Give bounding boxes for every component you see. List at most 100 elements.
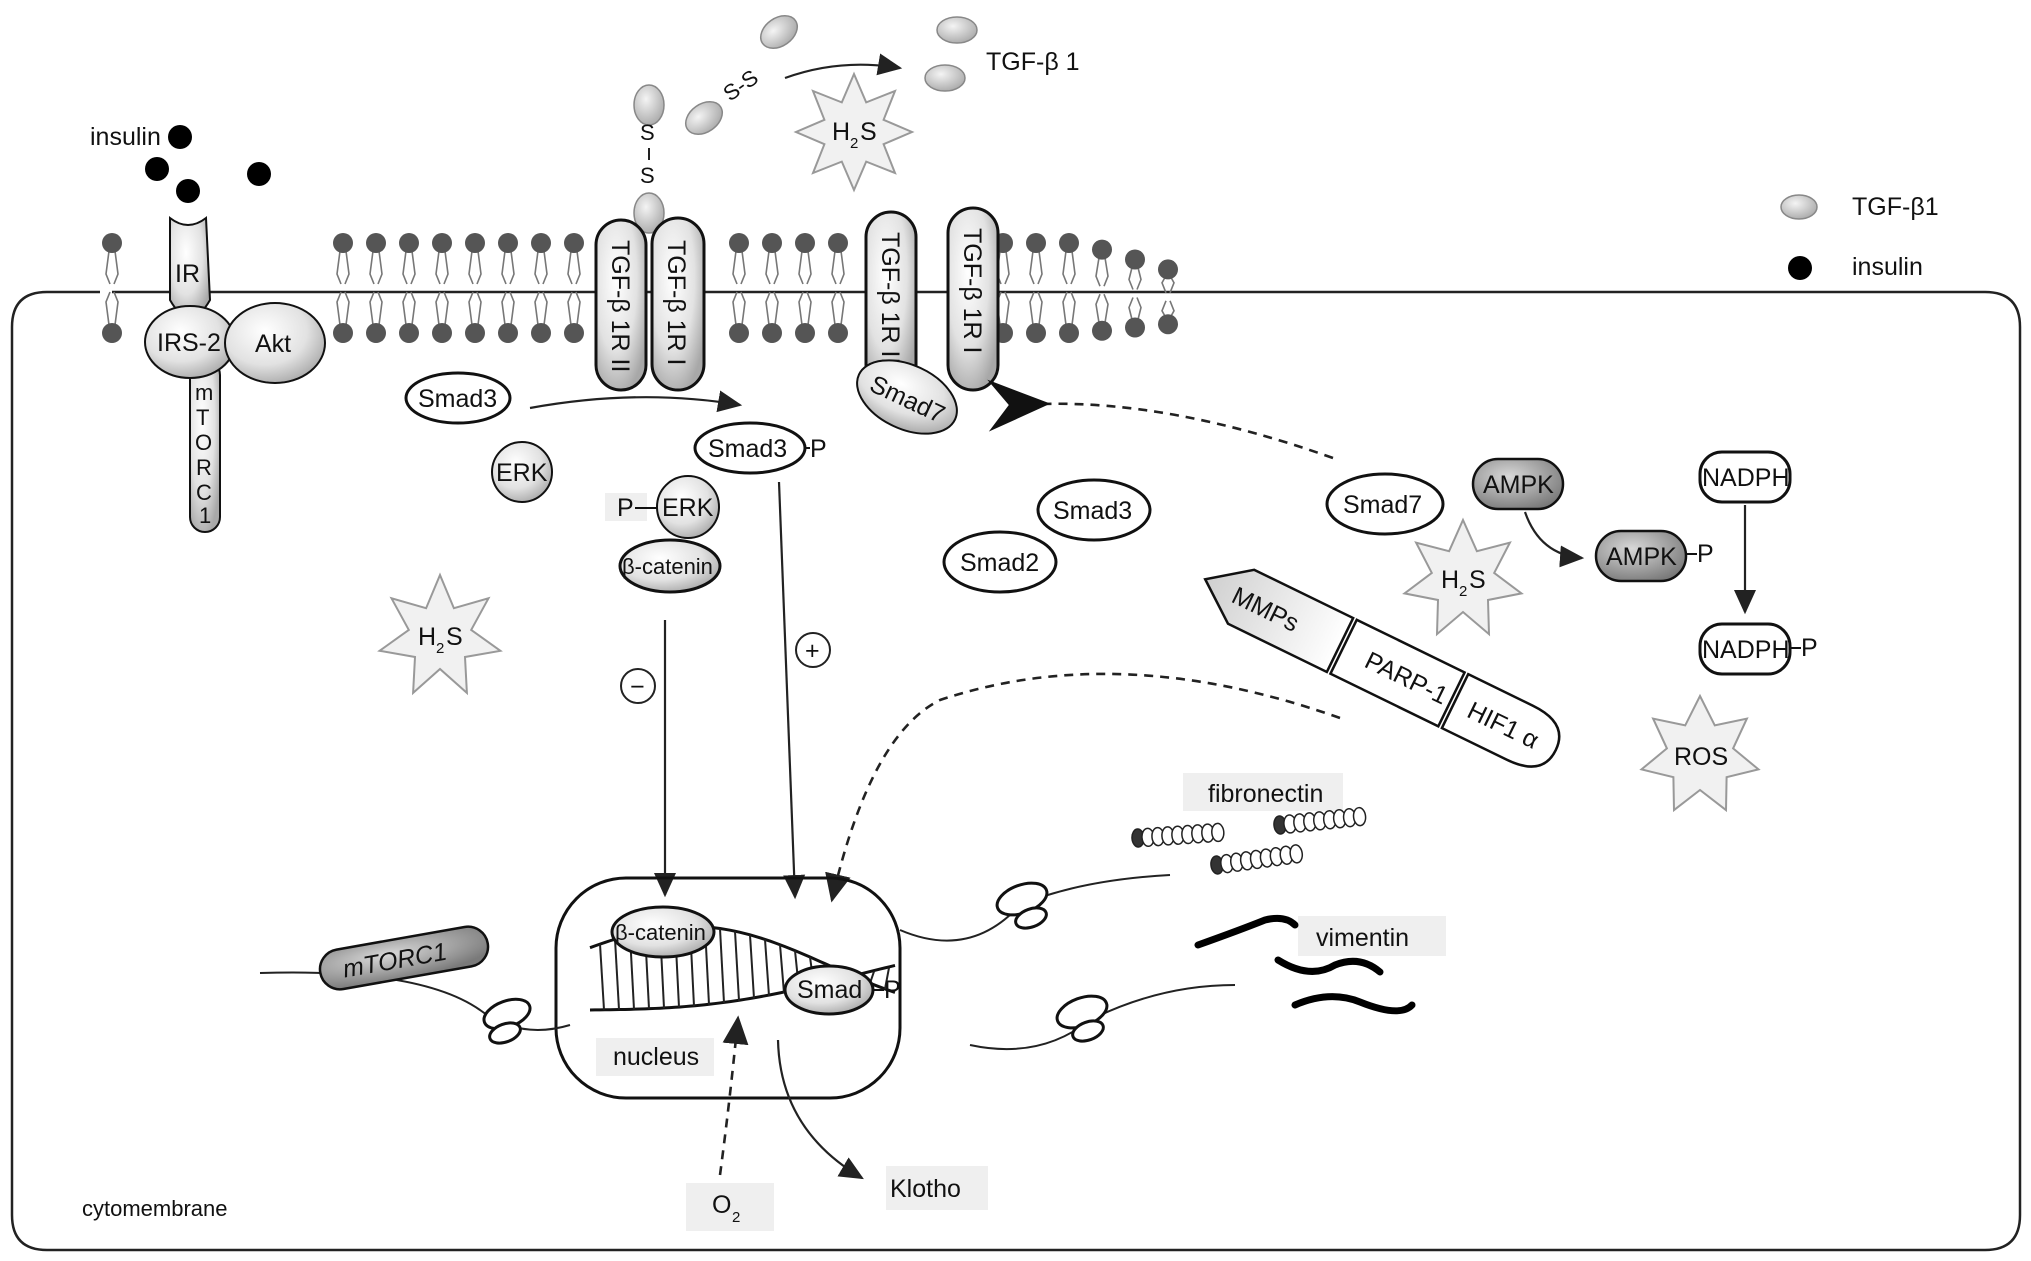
nadph-label: NADPH [1702,464,1790,492]
svg-text:2: 2 [1459,583,1467,600]
lipid-head [729,323,749,343]
minus-label: − [630,673,645,701]
fibronectin-chain [1210,844,1304,875]
lipid-head [729,233,749,253]
nucleus-beta-catenin-label: β-catenin [615,920,706,945]
ribosome [1055,994,1109,1043]
smad3-mid [1036,478,1152,542]
lipid-head [333,233,353,253]
receptor-2-label: TGF-β 1R II [876,232,904,364]
nucleus-beta-catenin [610,905,716,959]
smad3-p-arrow [777,481,806,900]
mtorc1-vertical-text: m T O R C 1 [195,380,213,528]
o2-arrow [718,1015,749,1176]
phospho-label: P [617,494,634,522]
svg-text:T: T [196,405,209,430]
h2s-label: H [832,118,850,146]
svg-text:O: O [195,430,212,455]
beta-catenin [618,538,722,594]
lipid-head [1158,259,1178,280]
klotho-label: Klotho [890,1175,961,1203]
ampk-label: AMPK [1483,471,1554,499]
smad3-left [404,371,512,425]
tgf-ligand [633,192,665,234]
lipid-head [432,233,452,253]
tgf-receptor-2 [594,218,648,392]
lipid-head [828,233,848,253]
insulin-dots [145,125,271,203]
phospho-label: P [1801,634,1818,662]
o2-box [686,1183,774,1231]
svg-text:2: 2 [850,135,858,152]
h2s-label: H [1441,566,1459,594]
svg-text:S: S [860,118,877,146]
lipid-head [498,233,518,253]
lipid-head [432,323,452,343]
receptor-pair-right: TGF-β 1R II TGF-β 1R I [864,206,1000,392]
hif1a [1440,672,1561,768]
lipid-head [762,233,782,253]
lipid-head [1158,314,1178,335]
lipid-head [102,323,122,343]
cytomembrane-label: cytomembrane [82,1196,228,1221]
fibronectin-label: fibronectin [1208,780,1323,808]
lipid-head [1125,249,1145,270]
lipid-head [465,323,485,343]
lipid-head [795,233,815,253]
tgf-receptor-1 [946,206,1000,392]
lipid-head [531,323,551,343]
erk-label: ERK [496,459,548,487]
smad3-p-label: Smad3 [708,435,787,463]
lipid-head [531,233,551,253]
fibronectin-box [1183,773,1343,811]
beta-catenin-label: β-catenin [622,554,713,579]
smad3-left-label: Smad3 [418,385,497,413]
nucleus-label-box [596,1038,714,1076]
receptor-1-label: TGF-β 1R I [958,228,986,354]
lipid-head [399,323,419,343]
vimentin-label: vimentin [1316,924,1409,952]
insulin-label: insulin [90,123,161,151]
vimentin-filaments [1194,914,1416,1015]
lipid-head [1026,233,1046,253]
lipid-head [498,323,518,343]
irs2-label: IRS-2 [157,329,221,357]
svg-text:m: m [195,380,213,405]
lipid-head [1059,233,1079,253]
parp-to-nucleus-arrow [825,672,1341,903]
smad7-membrane [856,359,958,435]
lipid-bilayer [102,233,1178,343]
lipid-head [102,233,122,253]
legend-tgf-icon [1780,194,1818,220]
legend-insulin-icon [1788,256,1812,280]
phospho-label: P [810,435,827,463]
ribosome [995,881,1049,930]
receptor-2-label: TGF-β 1R II [606,240,634,372]
fibronectin-chain [1273,806,1367,835]
lipid-head [399,233,419,253]
erk [491,441,553,503]
o2-label: O [712,1191,731,1219]
lipid-head [1026,323,1046,343]
tgf-ligand [685,101,723,135]
lipid-head [1092,239,1112,260]
lipid-head [1092,320,1112,341]
lipid-head [1059,323,1079,343]
phospho-label: P [884,976,901,1004]
smad7-right [1325,472,1445,536]
insulin-dot [176,179,200,203]
svg-text:1: 1 [199,503,211,528]
inhibit-sign [620,668,656,704]
svg-text:S: S [446,623,463,651]
ampk [1471,457,1565,511]
ss-bond-diagonal: S-S [718,65,762,107]
nadph-p-label: NADPH [1702,636,1790,664]
akt [224,302,326,384]
ss-bond-vertical-1: S [640,120,655,145]
tgf-ligand [760,15,798,49]
svg-text:C: C [196,480,212,505]
